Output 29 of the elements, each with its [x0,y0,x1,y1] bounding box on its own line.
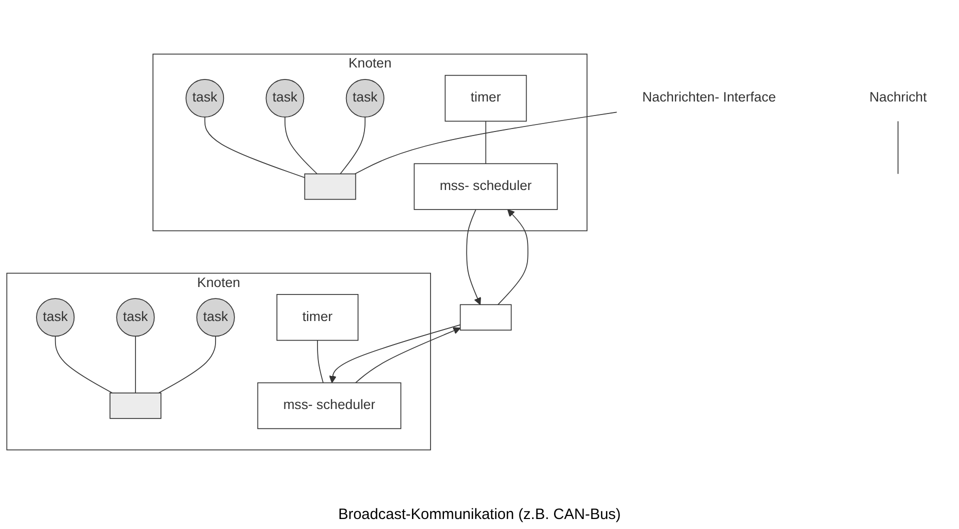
node-bar [460,304,512,331]
node-circle: task [116,298,155,337]
arrow [498,209,528,306]
node-circle: task [196,298,235,337]
connector-line [354,112,618,174]
connector-line [340,116,366,174]
node-box [110,392,162,419]
connector-line [204,116,306,178]
node-circle: task [186,79,224,118]
node-box: mss- scheduler [414,163,558,210]
caption-text: Broadcast-Kommunikation (z.B. CAN-Bus) [338,506,621,523]
connector-line [317,340,324,384]
node-box: mss- scheduler [257,382,402,430]
node-box: timer [444,74,527,122]
node-text: Nachrichten- Interface [642,90,776,106]
connector-line [284,116,318,174]
node-circle: task [36,298,75,337]
connector-line [54,336,113,394]
node-box: timer [276,294,358,341]
arrow [329,324,461,384]
node-circle: task [266,79,304,118]
node-text: Nachricht [869,90,927,106]
connector-line [135,336,136,394]
arrow [466,209,481,305]
node-box [304,173,356,200]
connector-line [158,336,216,394]
arrow [355,327,461,384]
node-circle: task [346,79,384,118]
connector-line [485,120,486,164]
